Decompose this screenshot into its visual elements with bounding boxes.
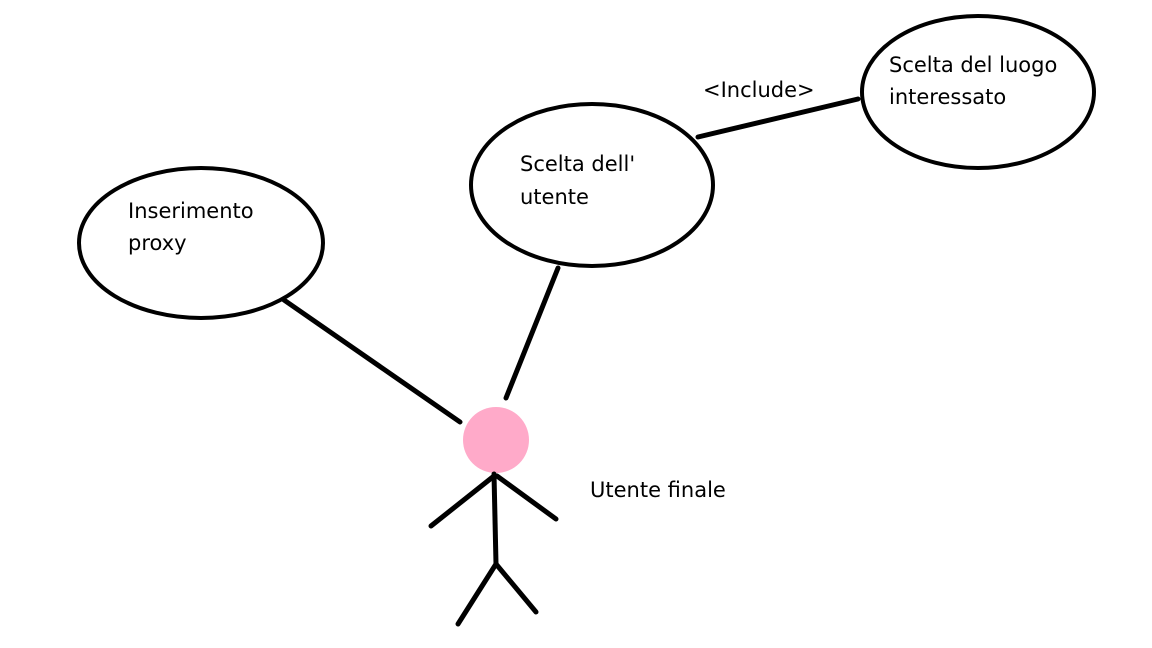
use-case-user-choice-line2: utente	[520, 185, 589, 209]
use-case-place-choice-line2: interessato	[889, 85, 1006, 109]
use-case-place-choice-line1: Scelta del luogo	[889, 53, 1057, 77]
use-case-user-choice-line1: Scelta dell'	[520, 152, 635, 176]
actor-utente-finale[interactable]	[428, 407, 559, 627]
actor-name-label: Utente finale	[590, 478, 726, 502]
use-case-scelta-utente[interactable]: Scelta dell' utente	[469, 102, 715, 268]
use-case-scelta-luogo[interactable]: Scelta del luogo interessato	[860, 14, 1096, 170]
include-relation-line	[695, 96, 861, 140]
use-case-proxy-line1: Inserimento	[128, 199, 254, 223]
actor-body	[491, 471, 499, 567]
actor-left-arm	[428, 473, 497, 529]
association-proxy-actor	[281, 297, 463, 425]
actor-right-arm	[494, 473, 559, 522]
association-user-choice-actor	[503, 265, 561, 401]
use-case-inserimento-proxy[interactable]: Inserimento proxy	[77, 166, 325, 320]
use-case-proxy-line2: proxy	[128, 231, 187, 255]
include-label: <Include>	[703, 78, 815, 102]
actor-left-leg	[455, 561, 499, 627]
actor-right-leg	[493, 561, 539, 615]
actor-head	[463, 407, 529, 473]
